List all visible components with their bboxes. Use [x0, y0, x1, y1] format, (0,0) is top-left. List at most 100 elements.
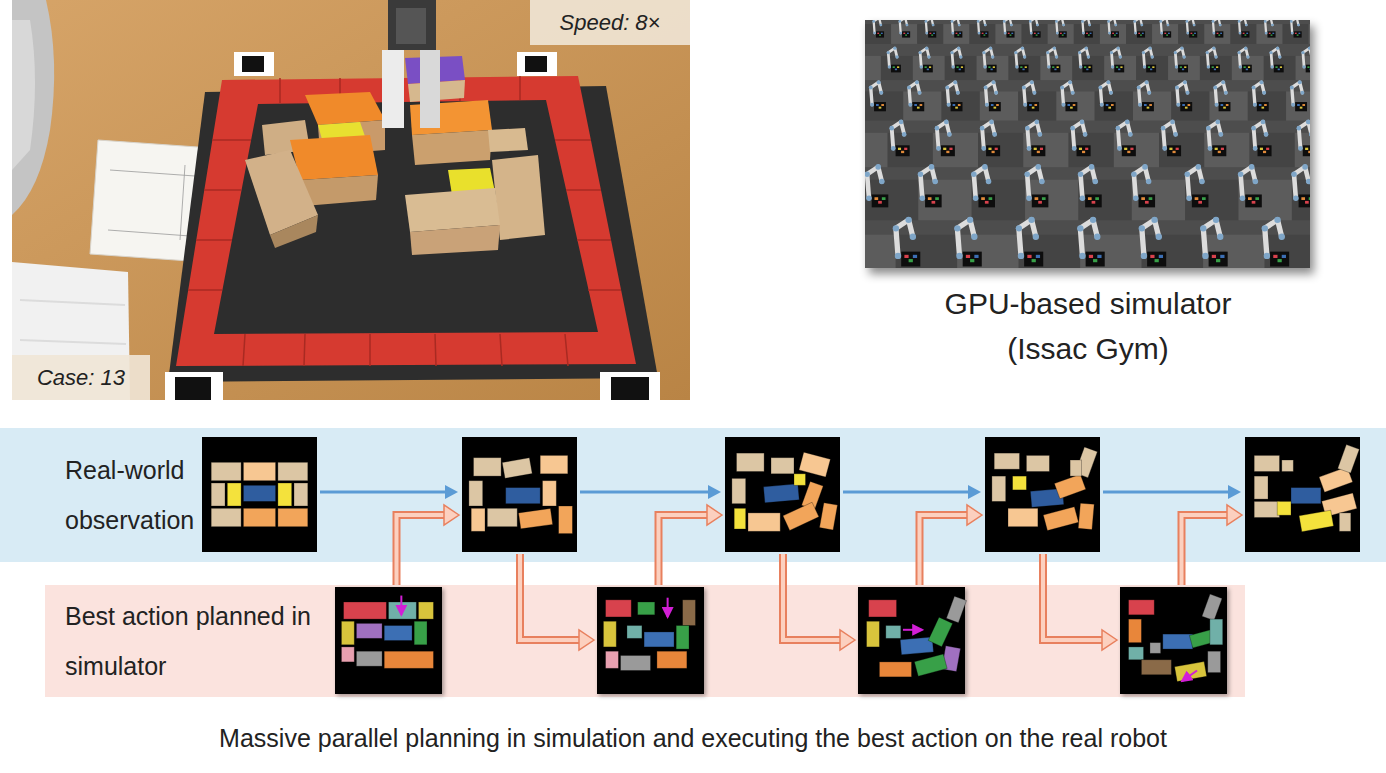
- simulator-scene: [1271, 65, 1274, 68]
- simulator-scene: [1199, 179, 1205, 185]
- arrow-head: [1102, 630, 1117, 650]
- simulator-scene: [865, 133, 888, 167]
- simulator-scene: [872, 20, 875, 23]
- arrow-head: [1228, 485, 1241, 499]
- simulator-scene: [1176, 148, 1179, 150]
- simulator-scene: [1009, 56, 1041, 80]
- simulator-scene: [1079, 253, 1085, 259]
- simulator-scene: [1195, 197, 1199, 200]
- simulator-scene: [1148, 47, 1151, 50]
- simulator-scene: [1082, 151, 1085, 153]
- simulator-scene: [1251, 126, 1256, 131]
- simulator-scene: [1031, 145, 1045, 156]
- simulator-scene: [905, 217, 911, 223]
- simulator-scene: [1185, 180, 1238, 220]
- simulator-scene: [1060, 86, 1064, 90]
- robot-photo: [12, 0, 690, 400]
- simulator-scene: [1079, 148, 1082, 150]
- simulator-scene: [906, 24, 909, 27]
- simulator-scene: [1042, 197, 1046, 200]
- simulator-scene: [1088, 34, 1090, 35]
- simulator-scene: [929, 164, 935, 170]
- simulator-scene: [985, 201, 989, 204]
- thumbnail: [400, 596, 402, 615]
- robot-photo: [525, 56, 547, 72]
- simulator-scene: [1262, 225, 1268, 231]
- simulator-scene: [1210, 65, 1220, 73]
- simulator-scene: [1305, 201, 1309, 204]
- simulator-scene: [1240, 195, 1246, 201]
- simulator-scene: [1088, 66, 1090, 68]
- robot-photo: [611, 377, 649, 400]
- thumbnail: [638, 602, 655, 615]
- simulator-scene: [1207, 65, 1210, 68]
- flow-arrow: [1182, 515, 1230, 585]
- thumbnail: [869, 600, 897, 617]
- robot-photo: [242, 56, 264, 72]
- simulator-scene: [865, 171, 870, 177]
- simulator-scene: [920, 195, 926, 201]
- simulator-scene: [1085, 194, 1102, 207]
- thumbnail: [506, 488, 541, 504]
- simulator-scene: [984, 24, 987, 27]
- thumbnail: [243, 485, 275, 501]
- simulator-scene: [881, 33, 883, 34]
- simulator-scene: [1185, 107, 1188, 109]
- simulator-scene: [932, 201, 936, 204]
- simulator-scene: [951, 20, 954, 23]
- thumbnail: [1043, 507, 1078, 531]
- thumbnail: [903, 629, 922, 631]
- thumbnail: [1078, 503, 1094, 529]
- robot-photo: [488, 128, 528, 152]
- simulator-scene: [984, 34, 986, 35]
- robot-photo: [20, 300, 126, 344]
- simulator-scene: [1034, 120, 1039, 125]
- simulator-scene: [1065, 102, 1077, 111]
- simulator-scene: [943, 148, 946, 150]
- simulator-scene: [1303, 48, 1310, 67]
- simulator-scene: [893, 225, 899, 231]
- simulator-scene: [1306, 65, 1310, 73]
- simulator-scene: [1077, 225, 1083, 231]
- simulator-scene: [1212, 47, 1215, 50]
- simulator-scene: [1226, 104, 1229, 106]
- simulator-scene: [1090, 33, 1092, 34]
- simulator-scene: [1033, 234, 1039, 240]
- thumbnail: [227, 483, 241, 506]
- simulator-scene: [1219, 132, 1224, 137]
- simulator-scene: [902, 132, 907, 137]
- thumbnail: [1163, 634, 1193, 649]
- simulator-scene: [1290, 20, 1293, 23]
- simulator-scene: [956, 33, 958, 34]
- flow-arrow: [659, 515, 710, 585]
- simulator-scene: [1167, 145, 1181, 156]
- simulator-scene: [1032, 107, 1035, 109]
- simulator-scene: [1025, 180, 1078, 220]
- simulator-scene: [1072, 146, 1077, 151]
- thumbnail: [462, 437, 577, 552]
- simulator-scene: [1124, 148, 1127, 150]
- simulator-scene: [980, 126, 985, 131]
- simulator-scene: [1189, 31, 1197, 37]
- simulator-scene: [1213, 32, 1216, 35]
- thumbnail: [243, 462, 275, 480]
- band-label: Best action planned in simulator: [65, 591, 320, 691]
- thumbnail: [1026, 455, 1049, 471]
- simulator-scene: [897, 66, 899, 68]
- simulator-scene: [1022, 86, 1026, 90]
- simulator-scene: [896, 145, 910, 156]
- simulator-scene: [887, 51, 890, 54]
- simulator-scene: [1092, 201, 1096, 204]
- simulator-scene: [1062, 24, 1065, 27]
- simulator-scene: [1117, 47, 1120, 50]
- simulator-scene: [1030, 32, 1033, 35]
- simulator-scene: [1080, 195, 1086, 201]
- simulator-scene: [918, 171, 924, 177]
- thumbnail: [278, 462, 308, 480]
- thumbnail: [414, 621, 427, 645]
- simulator-scene: [1127, 151, 1130, 153]
- simulator-scene: [955, 107, 958, 109]
- simulator-scene: [971, 171, 977, 177]
- simulator-scene: [1291, 103, 1295, 107]
